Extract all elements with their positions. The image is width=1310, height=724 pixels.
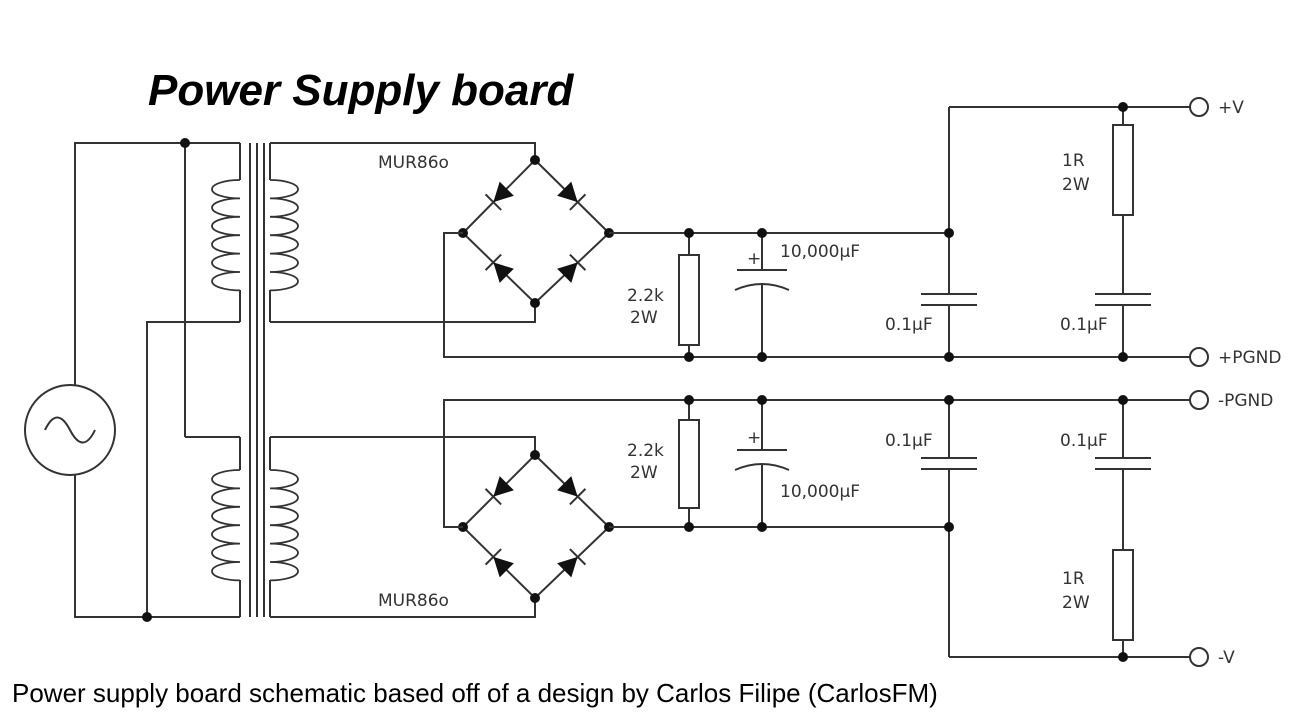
polarity-plus-top: +: [747, 249, 761, 269]
figure-caption: Power supply board schematic based off o…: [12, 678, 938, 708]
reservoir-label-bottom: 10,000µF: [780, 482, 860, 502]
terminal-label-pos-pgnd: +PGND: [1218, 348, 1281, 368]
decoupling-label-1: 0.1µF: [885, 315, 933, 335]
bridge-rectifier-bottom: MUR86o: [378, 450, 614, 611]
reservoir-capacitor-top: + 10,000µF: [734, 228, 860, 362]
terminal-neg-v: -V: [1189, 647, 1235, 668]
diode-icon: [557, 181, 587, 211]
bleeder-power-bottom: 2W: [630, 463, 658, 483]
bleeder-power-top: 2W: [630, 308, 658, 328]
bleeder-value-top: 2.2k: [627, 286, 664, 306]
terminal-neg-pgnd: -PGND: [1189, 390, 1273, 411]
diode-icon: [484, 181, 514, 211]
series-r-power-bottom: 2W: [1062, 593, 1090, 613]
primary-coil-top: [211, 179, 241, 292]
terminal-label-pos-v: +V: [1218, 98, 1244, 118]
transformer: [142, 138, 536, 622]
decoupling-capacitor-1: 0.1µF: [885, 228, 977, 362]
terminal-label-neg-v: -V: [1218, 648, 1235, 668]
bleeder-value-bottom: 2.2k: [627, 441, 664, 461]
diode-icon: [484, 253, 514, 283]
primary-coil-bottom: [211, 469, 241, 582]
bridge-rectifier-top: MUR86o: [378, 153, 614, 308]
rectifier-label-bottom: MUR86o: [378, 591, 449, 611]
rectifier-label-top: MUR86o: [378, 153, 449, 173]
terminal-pos-pgnd: +PGND: [1189, 347, 1281, 368]
decoupling-label-3: 0.1µF: [885, 431, 933, 451]
reservoir-label-top: 10,000µF: [780, 242, 860, 262]
schematic-title: Power Supply board: [148, 66, 575, 115]
terminal-pos-v: +V: [1189, 97, 1244, 118]
polarity-plus-bottom: +: [747, 428, 761, 448]
decoupling-capacitor-2: 0.1µF: [1060, 215, 1151, 362]
secondary-coil-top: [269, 179, 299, 292]
bleeder-resistor-bottom: 2.2k 2W: [627, 395, 700, 532]
bleeder-resistor-top: 2.2k 2W: [627, 228, 700, 362]
series-resistor-top: 1R 2W: [1062, 102, 1134, 216]
decoupling-capacitor-3: 0.1µF: [885, 395, 977, 532]
series-r-power-top: 2W: [1062, 175, 1090, 195]
decoupling-label-4: 0.1µF: [1060, 431, 1108, 451]
diode-icon: [557, 253, 587, 283]
diode-icon: [557, 548, 587, 578]
rail-wiring: [443, 106, 1190, 658]
diode-icon: [557, 476, 587, 506]
sine-wave-icon: [44, 416, 96, 444]
diode-icon: [484, 548, 514, 578]
series-resistor-bottom: 1R 2W: [1062, 549, 1134, 662]
series-r-value-top: 1R: [1062, 151, 1085, 171]
secondary-coil-bottom: [269, 469, 299, 582]
diode-icon: [484, 476, 514, 506]
series-r-value-bottom: 1R: [1062, 569, 1085, 589]
terminal-label-neg-pgnd: -PGND: [1218, 391, 1273, 411]
ac-source: [24, 142, 240, 618]
reservoir-capacitor-bottom: + 10,000µF: [734, 395, 860, 532]
decoupling-capacitor-4: 0.1µF: [1060, 395, 1151, 550]
decoupling-label-2: 0.1µF: [1060, 315, 1108, 335]
